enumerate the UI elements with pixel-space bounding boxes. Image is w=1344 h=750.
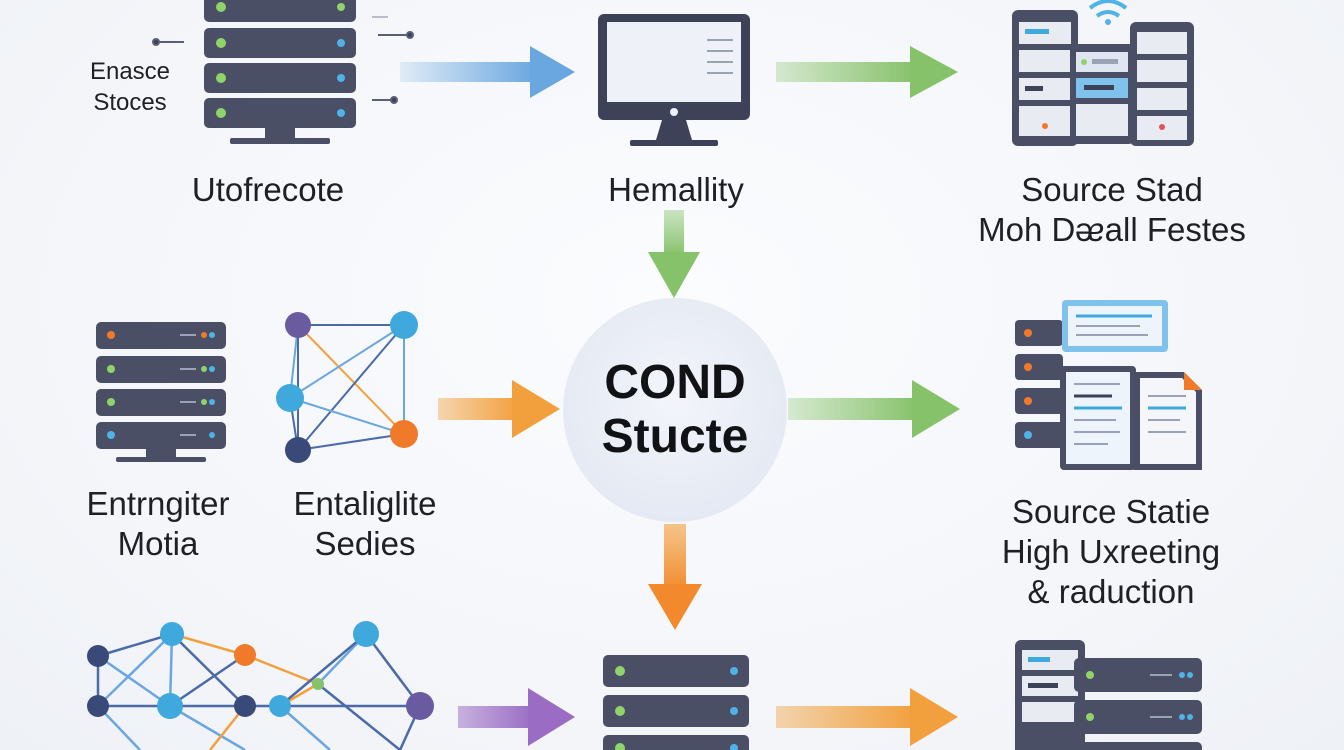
mid-left-b-label: Entaliglite Sedies [262,484,468,564]
monitor-icon [598,14,750,146]
arrow-orange-right [438,380,560,438]
mid-left-a-line2: Motia [117,525,199,562]
center-title: COND Stucte [565,356,785,464]
mid-left-a-label: Entrngiter Motia [58,484,258,564]
top-right-label: Source Stad Moh Dᴂall Festes [950,170,1274,250]
server-rack-icon [204,0,356,144]
arrow-orange-down [648,524,702,630]
arrow-purple-right [458,688,575,746]
arrow-blue-right [400,46,575,98]
center-title-line1: COND [604,356,746,409]
top-left-label: Utofrecote [191,171,345,208]
server-rack-bottom-icon [603,655,749,750]
center-title-line2: Stucte [601,410,749,463]
center-hub [563,298,787,522]
mid-left-b-line1: Entaliglite [293,485,437,522]
mid-right-line2: High Uxreeting [1001,533,1221,570]
arrow-green-down [648,210,700,298]
side-note-line1: Enasce [89,58,171,85]
top-right-line1: Source Stad [1021,171,1203,208]
mid-right-line1: Source Statie [1011,493,1211,530]
mid-left-a-line1: Entrngiter [86,485,230,522]
top-right-line2: Moh Dᴂall Festes [978,211,1246,248]
network-graph-icon [276,311,418,463]
top-center-label: Hemallity [608,171,744,208]
mid-right-label: Source Statie High Uxreeting & raduction [966,492,1256,612]
side-note-label: Enasce Stoces [70,56,190,118]
arrow-orange-right-bottom [776,688,958,746]
arrow-green-right-top [776,46,958,98]
arrow-green-right-mid [788,380,960,438]
server-documents-icon [1015,300,1202,470]
large-network-graph-icon [87,621,434,750]
server-cluster-bottom-icon [1015,640,1202,750]
connector-dots [152,16,414,104]
side-note-line2: Stoces [93,89,167,116]
server-stack-icon [96,322,226,462]
mid-left-b-line2: Sedies [314,525,416,562]
server-cluster-wifi-icon [1012,0,1194,146]
mid-right-line3: & raduction [1027,573,1195,610]
